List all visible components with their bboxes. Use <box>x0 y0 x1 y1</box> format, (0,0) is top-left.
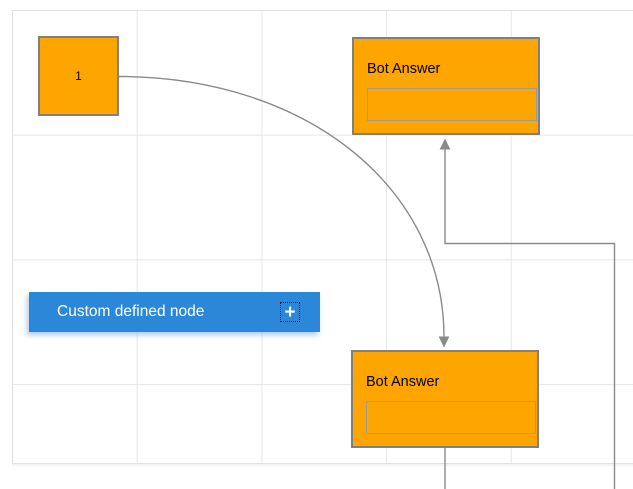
add-node-button[interactable]: + <box>280 302 300 322</box>
connector-curved-link[interactable] <box>118 75 450 348</box>
bot-answer-node-bottom[interactable]: Bot Answer <box>351 350 539 448</box>
bot-answer-input[interactable] <box>366 401 536 434</box>
arrowhead-up-icon <box>439 138 451 150</box>
arrowhead-down-icon <box>438 336 450 348</box>
plus-icon: + <box>284 301 296 323</box>
bot-answer-input[interactable] <box>367 88 537 121</box>
custom-node-label: Custom defined node <box>57 303 205 320</box>
start-node-label: 1 <box>75 69 82 83</box>
bot-answer-title: Bot Answer <box>367 61 441 77</box>
bot-answer-node-top[interactable]: Bot Answer <box>352 37 540 135</box>
start-node[interactable]: 1 <box>38 36 119 116</box>
bot-answer-title: Bot Answer <box>366 374 440 390</box>
connector-orthogonal-link[interactable] <box>439 138 616 489</box>
custom-defined-node[interactable]: Custom defined node + <box>29 292 320 332</box>
